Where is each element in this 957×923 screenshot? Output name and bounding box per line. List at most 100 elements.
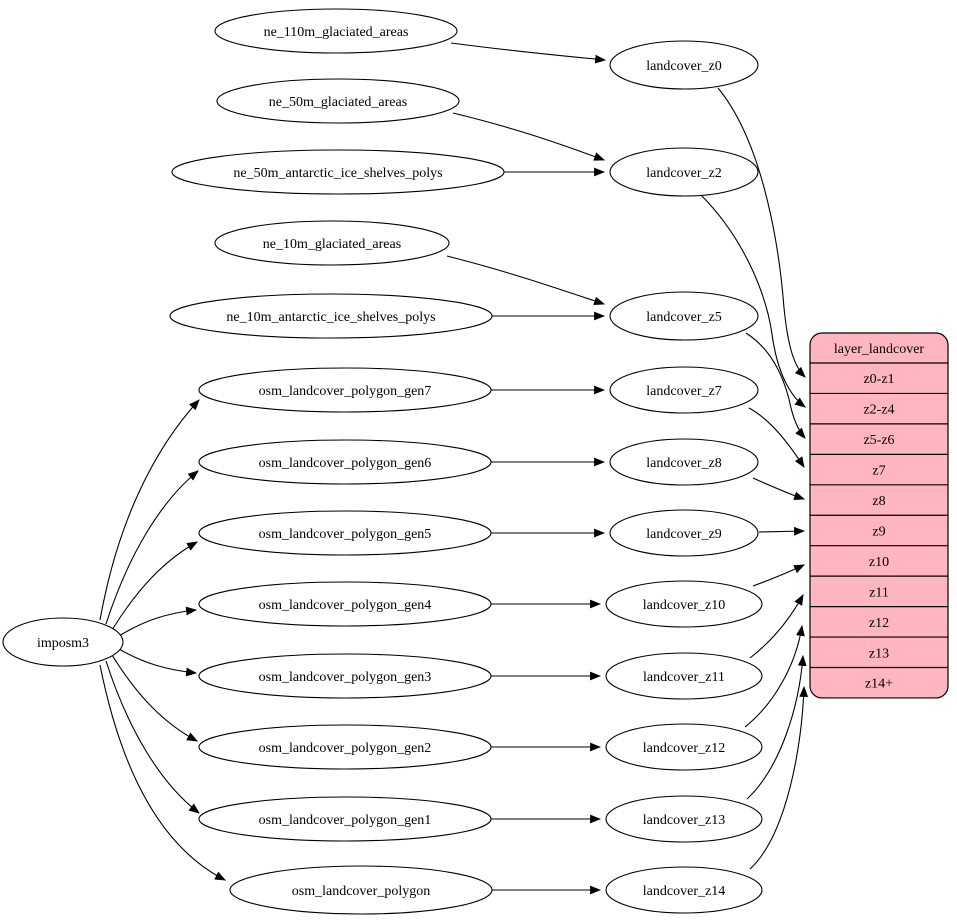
edge-imposm3-to-osm_landcover_polygon_gen5 — [111, 541, 198, 631]
table-layer_landcover: layer_landcover z0-z1 z2-z4 z5-z6 z7 z8 z9 z10 z… — [809, 332, 949, 699]
edge-landcover_z0-to-row-z0-z1 — [717, 87, 806, 378]
source-node-osm_landcover_polygon_gen1: osm_landcover_polygon_gen1 — [198, 796, 492, 842]
source-node-ne_50m_antarctic_ice_shelves_polys: ne_50m_antarctic_ice_shelves_polys — [171, 149, 505, 195]
stage-node-landcover_z11: landcover_z11 — [605, 652, 763, 700]
stage-node-landcover_z5: landcover_z5 — [609, 291, 759, 341]
source-node-shape — [169, 293, 493, 339]
source-node-shape — [214, 8, 458, 54]
edge-landcover_z14-to-row-z14+ — [749, 685, 809, 870]
source-node-label: ne_10m_antarctic_ice_shelves_polys — [226, 310, 435, 325]
source-node-shape — [216, 78, 460, 124]
stage-node-label: landcover_z10 — [643, 598, 725, 613]
stage-node-shape — [609, 509, 759, 557]
source-node-ne_10m_antarctic_ice_shelves_polys: ne_10m_antarctic_ice_shelves_polys — [169, 293, 493, 339]
stage-node-shape — [609, 366, 759, 414]
edge-landcover_z2-to-row-z2-z4 — [699, 193, 806, 408]
table-row-z10: z10 — [869, 555, 889, 570]
source-node-label: osm_landcover_polygon — [292, 884, 430, 899]
stage-node-shape — [609, 438, 759, 486]
source-node-label: ne_50m_glaciated_areas — [269, 95, 407, 110]
stage-node-landcover_z2: landcover_z2 — [609, 147, 759, 197]
stage-node-landcover_z14: landcover_z14 — [605, 866, 763, 914]
stage-node-label: landcover_z14 — [643, 884, 725, 899]
source-node-osm_landcover_polygon: osm_landcover_polygon — [229, 865, 493, 915]
source-node-label: ne_10m_glaciated_areas — [263, 237, 401, 252]
source-node-shape — [198, 724, 492, 770]
source-node-shape — [198, 653, 492, 699]
stage-node-label: landcover_z8 — [646, 456, 721, 471]
source-node-label: osm_landcover_polygon_gen2 — [259, 741, 432, 756]
stage-node-shape — [609, 291, 759, 341]
source-node-shape — [229, 865, 493, 915]
table-row-z12: z12 — [869, 616, 889, 631]
source-node-label: ne_50m_antarctic_ice_shelves_polys — [233, 166, 442, 181]
source-node-label: osm_landcover_polygon_gen7 — [259, 384, 432, 399]
source-node-shape — [171, 149, 505, 195]
edge-imposm3-to-osm_landcover_polygon_gen2 — [111, 654, 198, 742]
source-node-ne_10m_glaciated_areas: ne_10m_glaciated_areas — [214, 220, 450, 266]
table-row-z2-z4: z2-z4 — [863, 403, 894, 418]
edge-imposm3-to-osm_landcover_polygon_gen7 — [99, 399, 200, 621]
stage-node-shape — [605, 866, 763, 914]
stage-node-shape — [605, 723, 763, 771]
stage-node-label: landcover_z5 — [646, 310, 721, 325]
edges-layer — [99, 42, 809, 895]
source-node-shape — [214, 220, 450, 266]
edge-imposm3-to-osm_landcover_polygon_gen4 — [118, 606, 198, 637]
stage-node-shape — [605, 795, 763, 843]
table-row-z5-z6: z5-z6 — [863, 433, 894, 448]
edge-landcover_z13-to-row-z13 — [746, 654, 807, 800]
source-node-label: osm_landcover_polygon_gen6 — [259, 456, 432, 471]
source-node-label: osm_landcover_polygon_gen3 — [259, 670, 432, 685]
stage-node-landcover_z0: landcover_z0 — [609, 40, 759, 90]
table-row-z13: z13 — [869, 646, 889, 661]
stage-node-label: landcover_z0 — [646, 59, 721, 74]
edge-landcover_z10-to-row-z10 — [752, 564, 805, 587]
edge-ne_50m_glaciated_areas-to-landcover_z2 — [452, 112, 606, 161]
importer-node-shape — [2, 617, 124, 667]
stage-node-shape — [605, 652, 763, 700]
edge-landcover_z12-to-row-z12 — [744, 624, 805, 728]
stage-node-label: landcover_z7 — [646, 384, 721, 399]
table-row-z11: z11 — [869, 585, 889, 600]
source-node-label: osm_landcover_polygon_gen5 — [259, 527, 432, 542]
edge-landcover_z8-to-row-z8 — [752, 477, 806, 501]
stage-node-landcover_z8: landcover_z8 — [609, 438, 759, 486]
table-row-z7: z7 — [872, 464, 885, 479]
edge-landcover_z9-to-row-z9 — [758, 526, 806, 536]
edge-landcover_z5-to-row-z5-z6 — [745, 332, 806, 439]
edge-landcover_z11-to-row-z11 — [749, 594, 804, 659]
stage-node-label: landcover_z2 — [646, 166, 721, 181]
table-layer: layer_landcover z0-z1 z2-z4 z5-z6 z7 z8 z9 z10 z… — [809, 332, 949, 699]
source-node-label: osm_landcover_polygon_gen1 — [259, 813, 432, 828]
edge-landcover_z7-to-row-z7 — [748, 407, 805, 468]
source-node-shape — [198, 367, 492, 413]
edge-imposm3-to-osm_landcover_polygon_gen3 — [118, 648, 198, 677]
stage-node-landcover_z13: landcover_z13 — [605, 795, 763, 843]
stage-node-shape — [609, 147, 759, 197]
source-node-shape — [198, 439, 492, 485]
table-row-z8: z8 — [872, 494, 885, 509]
stage-node-label: landcover_z9 — [646, 527, 721, 542]
source-node-osm_landcover_polygon_gen4: osm_landcover_polygon_gen4 — [198, 581, 492, 627]
stage-node-landcover_z9: landcover_z9 — [609, 509, 759, 557]
stage-node-shape — [605, 580, 763, 628]
source-node-osm_landcover_polygon_gen7: osm_landcover_polygon_gen7 — [198, 367, 492, 413]
table-title: layer_landcover — [834, 342, 925, 357]
source-node-label: ne_110m_glaciated_areas — [264, 25, 409, 40]
stage-node-landcover_z10: landcover_z10 — [605, 580, 763, 628]
stage-node-label: landcover_z11 — [643, 670, 725, 685]
table-row-z9: z9 — [872, 524, 885, 539]
table-row-z0-z1: z0-z1 — [863, 372, 894, 387]
source-node-osm_landcover_polygon_gen2: osm_landcover_polygon_gen2 — [198, 724, 492, 770]
source-node-osm_landcover_polygon_gen6: osm_landcover_polygon_gen6 — [198, 439, 492, 485]
table-row-z14+: z14+ — [865, 677, 893, 692]
source-node-osm_landcover_polygon_gen3: osm_landcover_polygon_gen3 — [198, 653, 492, 699]
stage-node-label: landcover_z13 — [643, 813, 725, 828]
stage-node-landcover_z12: landcover_z12 — [605, 723, 763, 771]
importer-node-imposm3: imposm3 — [2, 617, 124, 667]
source-node-shape — [198, 796, 492, 842]
source-node-label: osm_landcover_polygon_gen4 — [259, 598, 432, 613]
edge-imposm3-to-osm_landcover_polygon — [99, 664, 226, 881]
